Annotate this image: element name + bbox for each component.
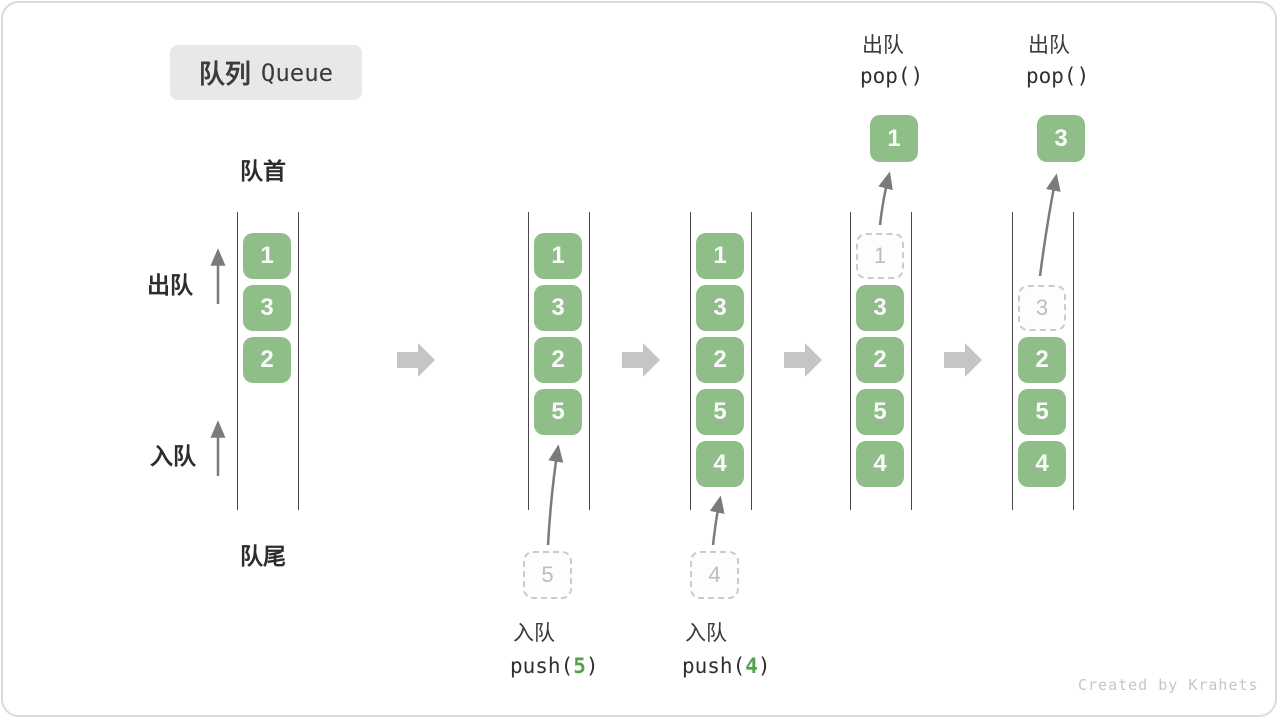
queue-column-state-3: 1 3 2 5 4	[850, 212, 912, 510]
label-dequeue-side: 出队	[147, 272, 193, 298]
queue-item: 3	[243, 285, 291, 331]
op-label-enqueue-2: 入队	[685, 622, 727, 645]
queue-item: 5	[856, 389, 904, 435]
queue-item-removed: 1	[856, 233, 904, 279]
op-code-push-4: push(4)	[682, 654, 771, 678]
queue-column-state-4: 3 2 5 4	[1012, 212, 1074, 510]
state-transition-arrow-1	[397, 343, 435, 377]
incoming-item-5: 5	[523, 551, 572, 599]
code-arg: 5	[573, 654, 586, 678]
incoming-item-4: 4	[690, 551, 739, 599]
diagram-title-en: Queue	[260, 58, 334, 87]
popped-item-3: 3	[1037, 115, 1085, 162]
queue-item: 2	[243, 337, 291, 383]
op-code-push-5: push(5)	[510, 654, 599, 678]
diagram-title-zh: 队列	[198, 59, 251, 89]
state-transition-arrow-2	[622, 343, 660, 377]
queue-item: 5	[696, 389, 744, 435]
state-transition-arrow-4	[944, 343, 982, 377]
queue-item: 2	[1018, 337, 1066, 383]
state-transition-arrow-3	[784, 343, 822, 377]
code-pre: push(	[510, 654, 574, 678]
op-code-pop-1: pop()	[860, 64, 924, 88]
queue-item: 5	[1018, 389, 1066, 435]
code-post: )	[585, 654, 599, 678]
popped-item-1: 1	[870, 115, 918, 162]
queue-item: 4	[1018, 441, 1066, 487]
op-label-dequeue-2: 出队	[1028, 34, 1070, 57]
label-enqueue-side: 入队	[150, 443, 196, 469]
queue-item: 2	[534, 337, 582, 383]
queue-column-state-1: 1 3 2 5	[528, 212, 590, 510]
queue-item: 4	[856, 441, 904, 487]
code-post: )	[757, 654, 771, 678]
label-queue-front: 队首	[240, 158, 286, 184]
queue-item: 2	[696, 337, 744, 383]
op-label-enqueue-1: 入队	[513, 622, 555, 645]
queue-item: 3	[534, 285, 582, 331]
watermark: Created by Krahets	[1078, 676, 1259, 694]
queue-column-state-0: 1 3 2	[237, 212, 299, 510]
op-code-pop-2: pop()	[1026, 64, 1090, 88]
queue-item: 3	[696, 285, 744, 331]
queue-item: 1	[534, 233, 582, 279]
queue-item-removed: 3	[1018, 285, 1066, 331]
queue-item: 5	[534, 389, 582, 435]
queue-item: 1	[696, 233, 744, 279]
queue-item: 1	[243, 233, 291, 279]
diagram-title-box: 队列 Queue	[170, 45, 362, 100]
queue-column-state-2: 1 3 2 5 4	[690, 212, 752, 510]
queue-item: 2	[856, 337, 904, 383]
op-label-dequeue-1: 出队	[862, 34, 904, 57]
queue-item: 3	[856, 285, 904, 331]
code-pre: push(	[682, 654, 746, 678]
code-arg: 4	[745, 654, 758, 678]
queue-item: 4	[696, 441, 744, 487]
label-queue-rear: 队尾	[240, 543, 286, 569]
